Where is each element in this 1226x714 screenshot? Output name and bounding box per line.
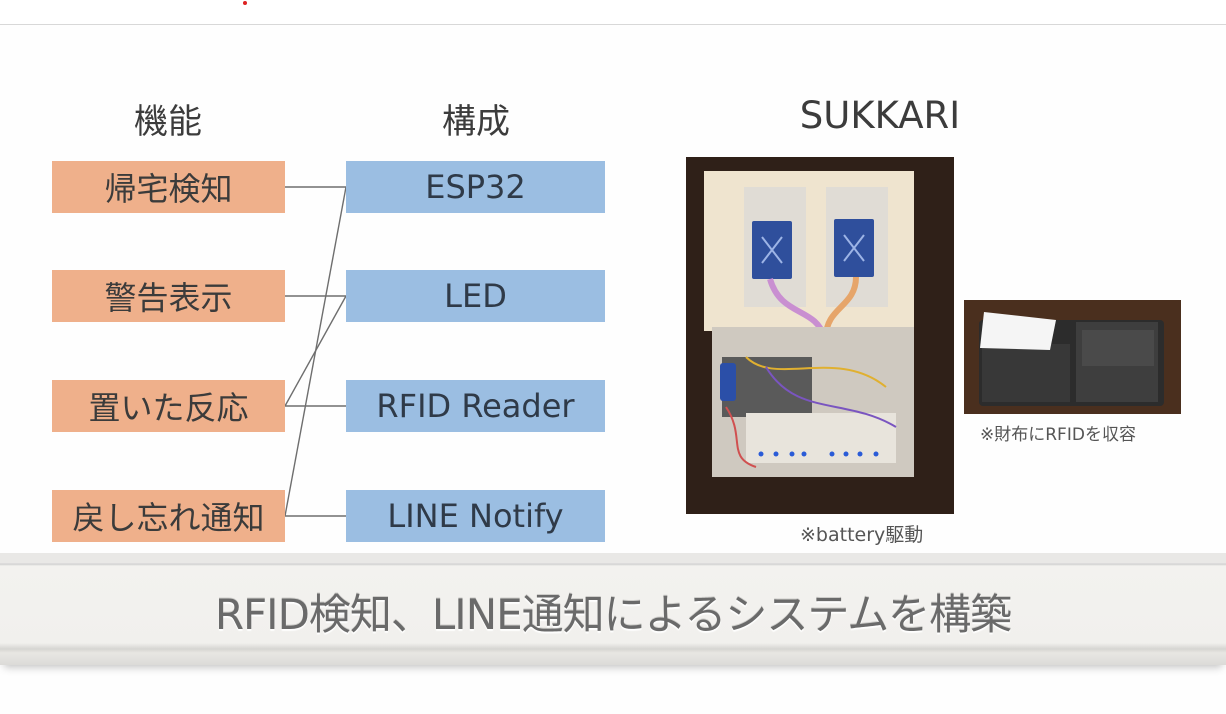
summary-banner: RFID検知、LINE通知によるシステムを構築 <box>0 553 1226 665</box>
function-warning-display: 警告表示 <box>52 270 285 322</box>
device-photo <box>686 157 954 514</box>
function-forgot-notification: 戻し忘れ通知 <box>52 490 285 542</box>
cursor-dot <box>243 1 247 5</box>
function-home-detection: 帰宅検知 <box>52 161 285 213</box>
component-line-notify: LINE Notify <box>346 490 605 542</box>
wallet-caption: ※財布にRFIDを収容 <box>980 425 1136 445</box>
component-rfid-reader: RFID Reader <box>346 380 605 432</box>
component-led: LED <box>346 270 605 322</box>
functions-heading: 機能 <box>134 102 202 142</box>
components-heading: 構成 <box>442 102 510 142</box>
top-bar <box>0 0 1226 25</box>
product-heading: SUKKARI <box>799 94 961 137</box>
summary-banner-text: RFID検知、LINE通知によるシステムを構築 <box>214 590 1012 639</box>
connector-forgot-esp32 <box>284 186 347 517</box>
device-photo-illustration <box>686 157 954 514</box>
wallet-photo <box>964 300 1181 414</box>
wallet-photo-illustration <box>964 300 1181 414</box>
function-placed-response: 置いた反応 <box>52 380 285 432</box>
component-esp32: ESP32 <box>346 161 605 213</box>
device-caption: ※battery駆動 <box>800 524 924 546</box>
